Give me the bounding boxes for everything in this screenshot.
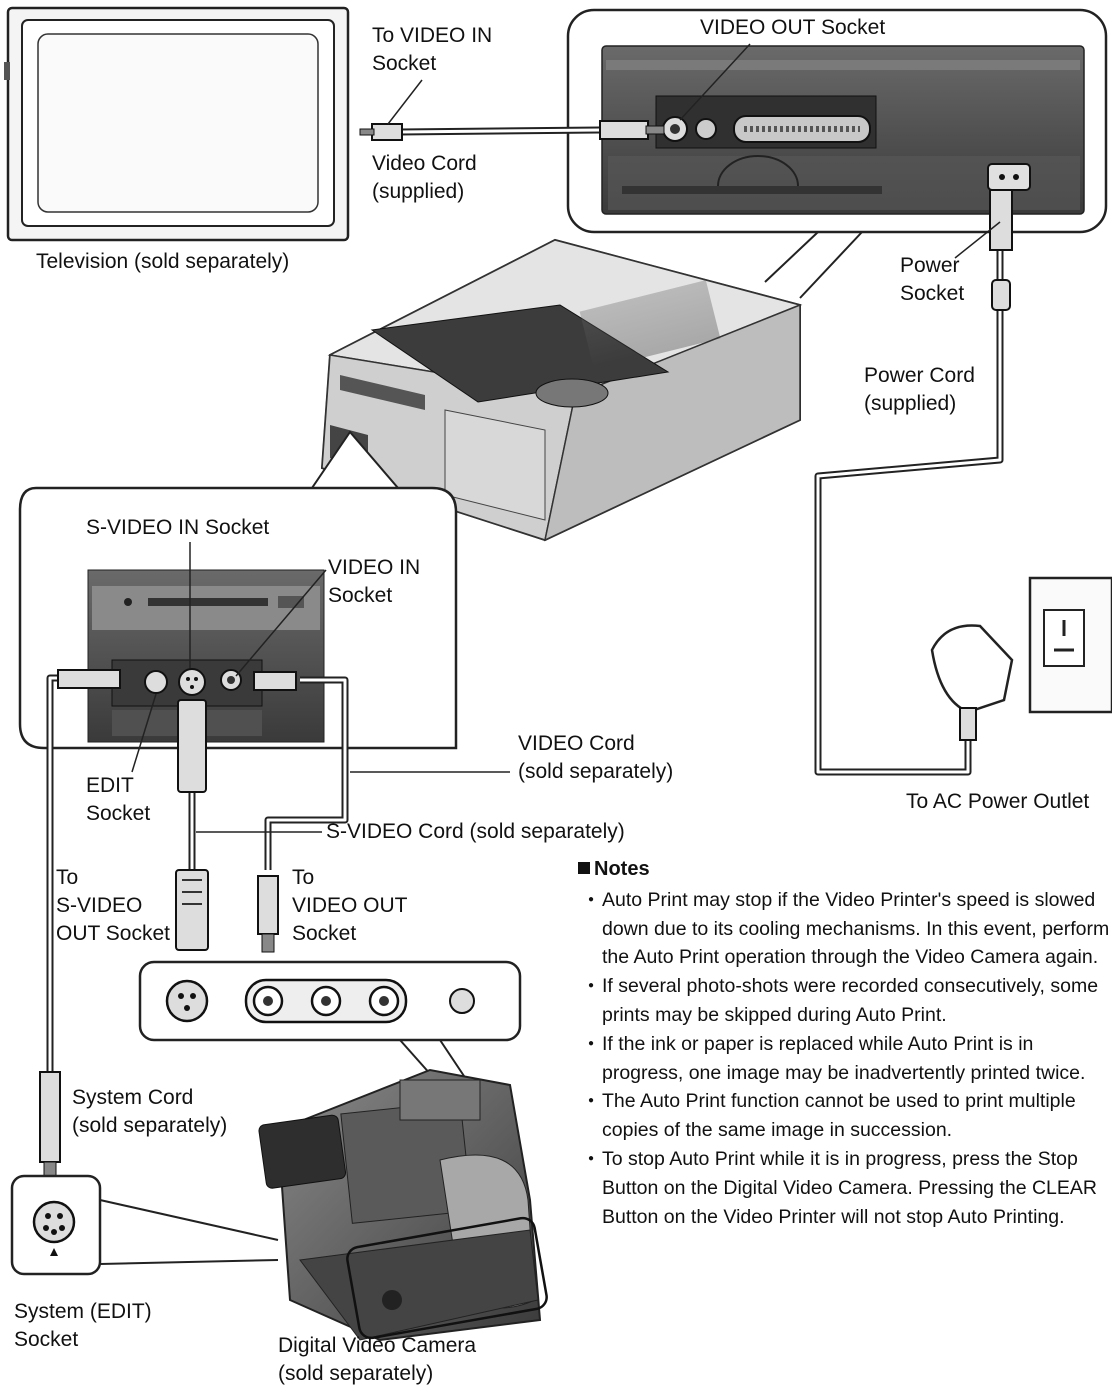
ac-plug-icon [930,624,1014,741]
square-bullet-icon [578,862,590,874]
label-edit-socket: EDIT Socket [86,774,151,825]
note-item: To stop Auto Print while it is in progre… [578,1145,1112,1231]
label-s-video-in: S-VIDEO IN Socket [86,516,270,539]
system-edit-socket-callout [10,1174,279,1276]
label-s-video-cord: S-VIDEO Cord (sold separately) [326,820,625,843]
s-video-plug-icon [175,699,209,951]
label-video-in-socket: VIDEO IN Socket [328,556,421,607]
label-video-cord-sold: VIDEO Cord (sold separately) [518,732,674,783]
note-item: If the ink or paper is replaced while Au… [578,1030,1112,1088]
edit-jack-icon [144,670,168,694]
label-video-cord-supplied: Video Cord (supplied) [372,152,477,203]
power-plug-icon [989,189,1013,311]
note-item: If several photo-shots were recorded con… [578,972,1112,1030]
note-item: The Auto Print function cannot be used t… [578,1087,1112,1145]
notes-title: Notes [578,855,1112,884]
label-television: Television (sold separately) [36,250,290,273]
leader-lines [131,43,1001,833]
rca-plug-icon [253,120,665,953]
label-to-s-video-out: To S-VIDEO OUT Socket [56,866,170,945]
label-video-out-socket: VIDEO OUT Socket [700,16,886,39]
label-digital-video-camera: Digital Video Camera (sold separately) [278,1334,477,1385]
s-video-jack-icon [178,668,206,696]
label-to-video-out: To VIDEO OUT Socket [292,866,408,945]
camera-jack-panel [138,960,522,1086]
printer-rear-inset [566,8,1108,234]
label-system-edit-socket: System (EDIT) Socket [14,1300,152,1351]
notes-section: Notes Auto Print may stop if the Video P… [578,855,1112,1231]
label-to-video-in: To VIDEO IN Socket [372,24,493,75]
wall-outlet-icon [1028,576,1112,714]
label-power-cord: Power Cord (supplied) [864,364,975,415]
label-to-ac-outlet: To AC Power Outlet [906,790,1090,813]
label-power-socket: Power Socket [900,254,965,305]
notes-list: Auto Print may stop if the Video Printer… [578,886,1112,1232]
parallel-port-icon [733,115,871,143]
digital-video-camera-icon [258,1068,548,1342]
television-icon [4,6,350,242]
note-item: Auto Print may stop if the Video Printer… [578,886,1112,972]
label-system-cord: System Cord (sold separately) [72,1086,228,1137]
